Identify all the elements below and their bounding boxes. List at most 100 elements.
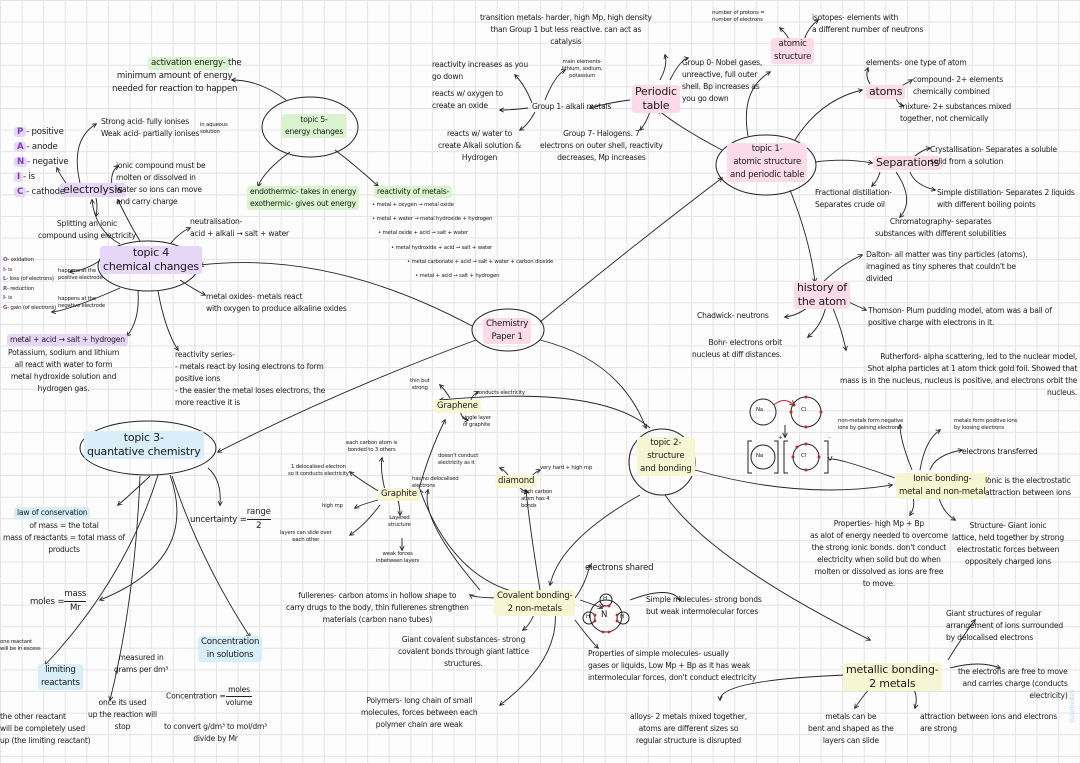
ionic-bonding-label: Ionic bonding- metal and non-metal [896, 473, 989, 499]
connector-arrow [127, 290, 139, 336]
graphite-bonded-3: each carbon atom is bonded to 3 others [346, 440, 398, 453]
neutralisation: neutralisation- acid + alkali → salt + w… [190, 217, 289, 238]
splitting-ionic-compound: Splitting an ionic compound using electr… [38, 219, 136, 240]
group-0: Group 0- Nobel gases, unreactive, full o… [682, 58, 763, 103]
cl-ion-label: Cl [801, 453, 806, 459]
connector-arrow [258, 151, 291, 186]
group-7: Group 7- Halogens. 7 electrons on outer … [540, 129, 663, 162]
connector-arrow [629, 592, 680, 601]
oilrig-item: G- gain (of electrons) [3, 305, 56, 312]
connector-arrow [590, 99, 631, 108]
connector-arrow [855, 687, 871, 708]
electrolysis-label: electrolysis [60, 183, 126, 197]
connector-arrow [814, 159, 872, 163]
connector-arrow [909, 171, 935, 190]
simple-molecules: Simple molecules- strong bonds but weak … [646, 595, 762, 616]
connector-arrow [218, 339, 477, 452]
connector-arrow [118, 475, 151, 505]
periodic-table-label: Periodic table [632, 85, 680, 113]
graphite-high-mp: high mp [322, 503, 343, 509]
reactivity-increases: reactivity increases as you go down [432, 60, 528, 81]
four-bonds: each carbon atom has 4 bonds [521, 489, 553, 509]
weak-forces: weak forces inbetween layers [376, 551, 420, 564]
polymers: Polymers- long chain of small molecules,… [361, 696, 478, 729]
connector-arrow [694, 469, 892, 491]
connector-arrow [872, 171, 881, 186]
topic-1-label: topic 1- atomic structure and periodic t… [727, 143, 808, 182]
metal-oxides: metal oxides- metals react with oxygen t… [206, 292, 347, 313]
topic-3-label: topic 3- quantative chemistry [84, 431, 204, 459]
connector-arrow [334, 149, 378, 186]
connector-arrow [232, 80, 287, 101]
thin-but-strong: thin but strong [410, 378, 430, 391]
non-metals-negative: non-metals form negative ions by gaining… [838, 418, 904, 431]
no-delocalised: has no delocalised electrons [412, 476, 459, 489]
oilrig-letter: L [3, 276, 7, 282]
connector-arrow [417, 420, 445, 493]
panic-letter: N [14, 157, 27, 167]
concentration-label: Concentration in solutions [198, 636, 263, 662]
panic-letter: I [14, 172, 23, 182]
uncertainty-denominator: 2 [256, 521, 262, 531]
oilrig-word: - loss (of electrons) [6, 276, 54, 282]
connector-arrow [355, 499, 379, 508]
uncertainty-label: uncertainty = [190, 515, 247, 525]
activation-energy-the: the [228, 58, 242, 68]
panic-letter: A [14, 142, 27, 152]
connector-arrow [579, 599, 602, 608]
connector-arrow [574, 565, 590, 599]
aqueous-solution-note: in aqueous solution [200, 122, 228, 135]
graphene-label: Graphene [434, 400, 481, 413]
one-reactant-excess: one reactant will be in excess [0, 639, 41, 652]
nitrogen-label: N [601, 610, 608, 620]
mixture-definition: mixture- 2+ substances mixed together, n… [900, 102, 1012, 123]
activation-energy-body: minimum amount of energy needed for reac… [112, 71, 238, 94]
ionic-compound-note: ionic compound must be molten or dissolv… [116, 161, 206, 206]
connector-arrow [440, 385, 451, 399]
topic-5-label: topic 5- energy changes [282, 114, 346, 138]
connector-arrow [539, 178, 722, 323]
group-1: Group 1- alkali metals [532, 102, 612, 111]
oilrig-word: - oxidation [7, 257, 34, 263]
connector-arrow [52, 287, 121, 312]
panic-word: - is [23, 172, 35, 182]
connector-arrow [519, 487, 528, 492]
topic2-circle [628, 428, 696, 496]
isotopes: isotopes- elements with a different numb… [812, 13, 924, 34]
connector-arrow [171, 475, 250, 637]
reactivity-series: reactivity series- - metals react by los… [175, 350, 326, 407]
strong-weak-acid: Strong acid- fully ionises Weak acid- pa… [101, 117, 200, 138]
connector-arrow [515, 75, 533, 104]
main-elements: main elements- lithium, sodium, potassiu… [562, 59, 603, 79]
panic-letter: P [14, 127, 27, 137]
alloys: alloys- 2 metals mixed together, atoms a… [630, 712, 747, 745]
connector-arrow [157, 290, 178, 350]
oil-note: happens at the positive electrode [58, 268, 103, 281]
connector-arrow [794, 90, 862, 141]
connector-arrow [669, 58, 688, 81]
connector-arrow [830, 459, 896, 479]
connector-arrow [659, 55, 666, 81]
connector-arrow [207, 467, 220, 505]
connector-arrow [350, 504, 381, 535]
connector-arrow [520, 111, 536, 130]
connector-arrow [895, 171, 907, 217]
oilrig-letter: G [3, 304, 8, 311]
topic5-ellipse [261, 96, 359, 158]
panic-item: A- anode [14, 141, 58, 154]
connector-arrow [658, 110, 723, 151]
electrons-shared: electrons shared [585, 563, 654, 573]
connector-arrow [92, 200, 121, 245]
moles-formula-numerator: mass [64, 588, 86, 602]
panic-item: P- positive [14, 126, 64, 139]
connector-arrow [919, 430, 940, 471]
doesnt-conduct: doesn't conduct electricity as it [438, 453, 479, 466]
reactivity-line: • metal + acid → salt + hydrogen [415, 273, 500, 279]
simple-molecule-properties: Properties of simple molecules- usually … [588, 649, 757, 682]
panic-word: - anode [26, 142, 58, 152]
panic-item: N- negative [14, 156, 69, 169]
negative-charge: - [828, 435, 830, 441]
